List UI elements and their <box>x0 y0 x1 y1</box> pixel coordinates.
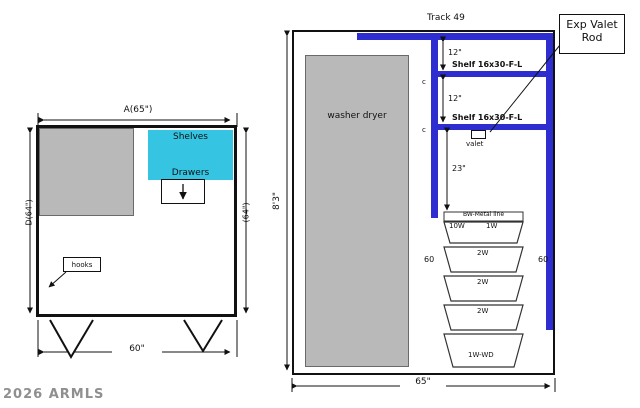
washer-dryer-label: washer dryer <box>327 111 387 121</box>
valet-rod-end <box>471 130 486 139</box>
basket-row3-label: 2W <box>477 278 489 286</box>
right-v-shape <box>183 319 223 353</box>
shelf-bar-1 <box>431 71 553 77</box>
basket-row1-left-label: 10W <box>449 222 465 230</box>
shelf-bar-2 <box>431 124 553 130</box>
left-plan-gray-block <box>39 128 134 216</box>
right-dim-height: 8'3" <box>272 180 283 221</box>
dim60-left: 60 <box>424 255 435 264</box>
shelves-drawers-block: Shelves Drawers <box>148 130 233 180</box>
basket-row4-label: 2W <box>477 307 489 315</box>
track-bar <box>357 33 553 40</box>
hooks-label: hooks <box>71 260 93 269</box>
right-plan-outline <box>292 30 555 375</box>
left-dim-left: D(64") <box>24 199 34 226</box>
left-dim-top: A(65") <box>123 105 153 115</box>
drawer-box <box>161 179 205 204</box>
track-label: Track 49 <box>427 13 465 23</box>
left-plan-outline <box>36 125 237 317</box>
watermark: 2026 ARMLS <box>3 387 105 402</box>
shelves-label: Shelves <box>172 132 208 142</box>
left-dim-bottom: 60" <box>112 344 162 355</box>
shelf1-label: Shelf 16x30-F-L <box>452 60 523 69</box>
dim12-b: 12" <box>448 94 462 103</box>
right-upright <box>546 40 553 330</box>
left-v-shape <box>49 319 94 359</box>
washer-dryer-block: washer dryer <box>305 55 409 367</box>
drawers-label: Drawers <box>171 168 210 178</box>
hooks-box: hooks <box>63 257 101 272</box>
right-dim-width: 65" <box>400 377 446 388</box>
dim23: 23" <box>452 164 466 173</box>
basket-row2-label: 2W <box>477 249 489 257</box>
basket-header-label: BW-Metal line <box>462 211 505 218</box>
dim12-a: 12" <box>448 48 462 57</box>
valet-rod-callout: Exp Valet Rod <box>559 14 625 54</box>
basket-row1-right-label: 1W <box>486 222 498 230</box>
basket-row5-label: 1W-WD <box>468 351 494 359</box>
dim60-right: 60 <box>538 255 549 264</box>
c-label-a: c <box>422 78 426 86</box>
shelf2-label: Shelf 16x30-F-L <box>452 113 523 122</box>
valet-label: valet <box>466 140 484 148</box>
c-label-b: c <box>422 126 426 134</box>
left-dim-right: (64") <box>241 202 251 223</box>
